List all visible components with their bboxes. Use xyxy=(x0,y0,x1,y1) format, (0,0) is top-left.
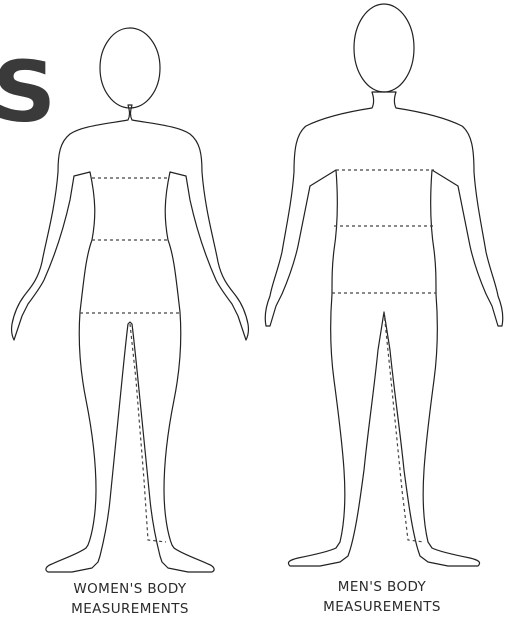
women-figure xyxy=(12,28,249,572)
women-silhouette xyxy=(12,105,249,572)
men-caption-line2: MEASUREMENTS xyxy=(282,597,482,617)
men-silhouette xyxy=(265,92,503,566)
men-caption-line1: MEN'S BODY xyxy=(282,577,482,597)
men-caption: MEN'S BODY MEASUREMENTS xyxy=(282,577,482,617)
men-figure xyxy=(265,4,503,566)
men-head xyxy=(354,4,414,92)
women-caption: WOMEN'S BODY MEASUREMENTS xyxy=(40,579,220,619)
women-caption-line2: MEASUREMENTS xyxy=(40,599,220,619)
women-caption-line1: WOMEN'S BODY xyxy=(40,579,220,599)
women-head xyxy=(100,28,160,108)
